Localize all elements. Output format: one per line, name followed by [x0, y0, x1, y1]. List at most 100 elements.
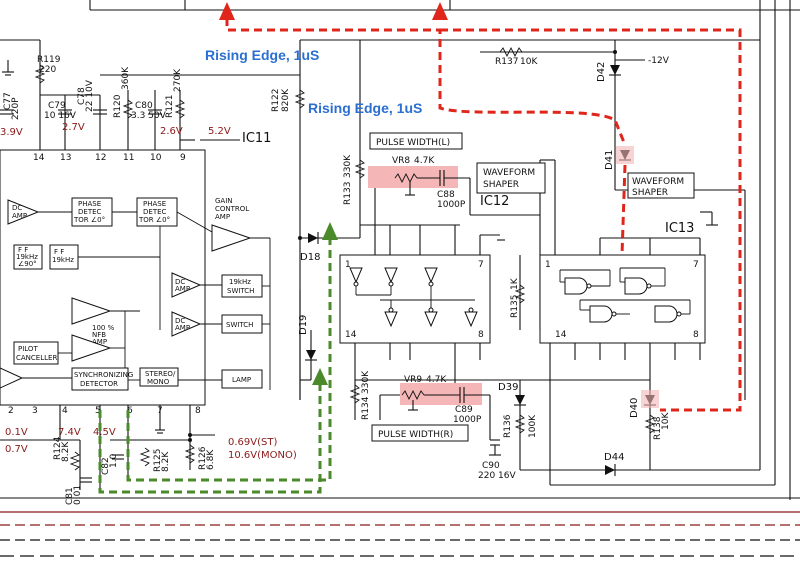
- ic11-pin-11: 11: [123, 153, 134, 163]
- c88-value: 1000P: [437, 200, 466, 210]
- ff-1-line1: F F: [18, 246, 28, 254]
- r120-ref: R120: [113, 94, 123, 118]
- ic13-pin-8: 8: [693, 330, 699, 340]
- ff-1-block: [13, 244, 43, 270]
- ff-1-line3: ∠90°: [18, 260, 37, 268]
- d42-label: D42: [596, 62, 607, 82]
- d19-label: D19: [298, 315, 309, 335]
- ic12-pin-8: 8: [478, 330, 484, 340]
- ic11-pin-12: 12: [95, 153, 106, 163]
- ic11-bottom-pins: 2 3 4 5 6 7 8: [8, 406, 201, 416]
- r125-value: 8.2K: [161, 451, 171, 472]
- pilot-canceller-line2: CANCELLER: [16, 354, 57, 362]
- gain-control-amp-line2: CONTROL: [215, 205, 249, 213]
- gain-control-amp-line3: AMP: [215, 213, 230, 221]
- stereo-mono-line2: MONO: [147, 378, 170, 386]
- voltage-st: 0.69V(ST): [228, 437, 277, 448]
- c81-ref: C81: [65, 487, 75, 505]
- ff-2-block: [49, 244, 79, 270]
- amp-100-triangle-2: [71, 334, 112, 362]
- sync-detector-line1: SYNCHRONIZING: [74, 371, 133, 379]
- d41-label: D41: [604, 150, 615, 170]
- r119-value: 220: [39, 65, 56, 75]
- r126-value: 6.8K: [206, 449, 216, 470]
- ic12-body: [339, 254, 491, 344]
- ic11-top-pins: 14 13 12 11 10 9: [33, 153, 186, 163]
- pulse-width-r-label: PULSE WIDTH(R): [378, 430, 453, 440]
- r135-ref: R135: [510, 295, 520, 318]
- dc-amp-3-line1: DC: [175, 317, 185, 325]
- c78-value: 22 10V: [85, 79, 95, 112]
- r126-ref: R126: [198, 446, 208, 470]
- ic11-pin-9: 9: [180, 153, 186, 163]
- phase-detector-1-line3: TOR ∠0°: [73, 216, 105, 224]
- ic13-pin-1: 1: [545, 260, 551, 270]
- pulse-width-l-box: [369, 132, 463, 150]
- d44-diode: [605, 465, 615, 475]
- phase-detector-2-line2: DETEC: [143, 208, 167, 216]
- dc-amp-2-line2: AMP: [175, 285, 190, 293]
- annotation-rising-edge-1: Rising Edge, 1uS: [205, 47, 319, 63]
- c77-value: 220P: [11, 97, 21, 120]
- ic11-component-labels: R119 220 C77 220P C79 10 16V C78 22 10V …: [3, 55, 291, 505]
- vr9-ref: VR9: [404, 375, 422, 385]
- ic12-inverters: [349, 267, 478, 328]
- ic11-section: 14 13 12 11 10 9 DC AMP PHASE DETEC TOR …: [0, 39, 760, 490]
- amp-100-line2: NFB: [92, 331, 106, 339]
- ic11-pin-4: 4: [62, 406, 68, 416]
- phase-detector-1-line2: DETEC: [78, 208, 102, 216]
- ic11-pin-13: 13: [60, 153, 71, 163]
- r138-value: 10K: [661, 412, 671, 430]
- pulse-width-r-box: [371, 424, 469, 442]
- voltage-labels: 3.9V 2.7V 2.6V 5.2V 0.1V 7.4V 4.5V 0.7V …: [0, 122, 297, 461]
- ic12-pin-14: 14: [345, 330, 357, 340]
- left-edge-amp-triangle: [0, 367, 24, 389]
- d39-diode: [515, 395, 525, 405]
- d39-label: D39: [498, 382, 518, 393]
- c90-value: 220 16V: [478, 471, 516, 481]
- amp-100-line3: AMP: [92, 338, 107, 346]
- ic11-pin-2: 2: [8, 406, 14, 416]
- voltage-3-9v: 3.9V: [0, 127, 23, 138]
- sync-detector-line2: DETECTOR: [80, 380, 118, 388]
- phase-detector-2-line1: PHASE: [143, 200, 166, 208]
- r134-value: 330K: [361, 370, 371, 394]
- gain-control-amp-triangle: [211, 224, 252, 252]
- switch-19khz-line1: 19kHz: [229, 278, 251, 286]
- ic11-pin-10: 10: [150, 153, 162, 163]
- r136-ref: R136: [503, 414, 513, 438]
- ic12-section: PULSE WIDTH(L) WAVEFORM SHAPER IC12 1 7 …: [339, 40, 546, 470]
- c78-ref: C78: [77, 87, 87, 105]
- c89-ref: C89: [455, 405, 473, 415]
- ic11-pin-8: 8: [195, 406, 201, 416]
- waveform-shaper-1-box: [476, 162, 546, 194]
- c82-value: 1.0: [109, 453, 119, 468]
- dc-amp-2-line1: DC: [175, 278, 185, 286]
- ic13-label: IC13: [665, 221, 694, 236]
- ff-2-line2: 19kHz: [52, 256, 74, 264]
- c80-ref: C80: [135, 101, 153, 111]
- pilot-canceller-line1: PILOT: [18, 345, 38, 353]
- annotation-rising-edge-2: Rising Edge, 1uS: [308, 100, 422, 116]
- r137-value: 10K: [520, 57, 538, 67]
- ic12-component-labels: R133 330K VR8 4.7K C88 1000P R135 1K R13…: [343, 154, 538, 481]
- waveform-shaper-2-line2: SHAPER: [632, 188, 668, 198]
- ic11-pin-5: 5: [95, 406, 101, 416]
- ic11-label: IC11: [242, 131, 271, 146]
- ic12-pin-7: 7: [478, 260, 484, 270]
- c81-value: 0.01: [73, 485, 83, 505]
- ic11-pin-6: 6: [127, 406, 133, 416]
- r124-value: 8.2K: [61, 441, 71, 462]
- dc-amp-3-line2: AMP: [175, 324, 190, 332]
- r119-ref: R119: [37, 55, 61, 65]
- switch-label: SWITCH: [226, 321, 253, 329]
- ic11-pin-14: 14: [33, 153, 45, 163]
- ff-1-line2: 19kHz: [16, 253, 38, 261]
- r135-value: 1K: [510, 277, 520, 290]
- dc-amp-3-triangle: [171, 311, 202, 337]
- d41-highlight: [616, 146, 634, 164]
- d18-diode: [308, 233, 318, 243]
- amp-100-line1: 100 %: [92, 324, 115, 332]
- red-arrow-2-icon: [432, 2, 448, 20]
